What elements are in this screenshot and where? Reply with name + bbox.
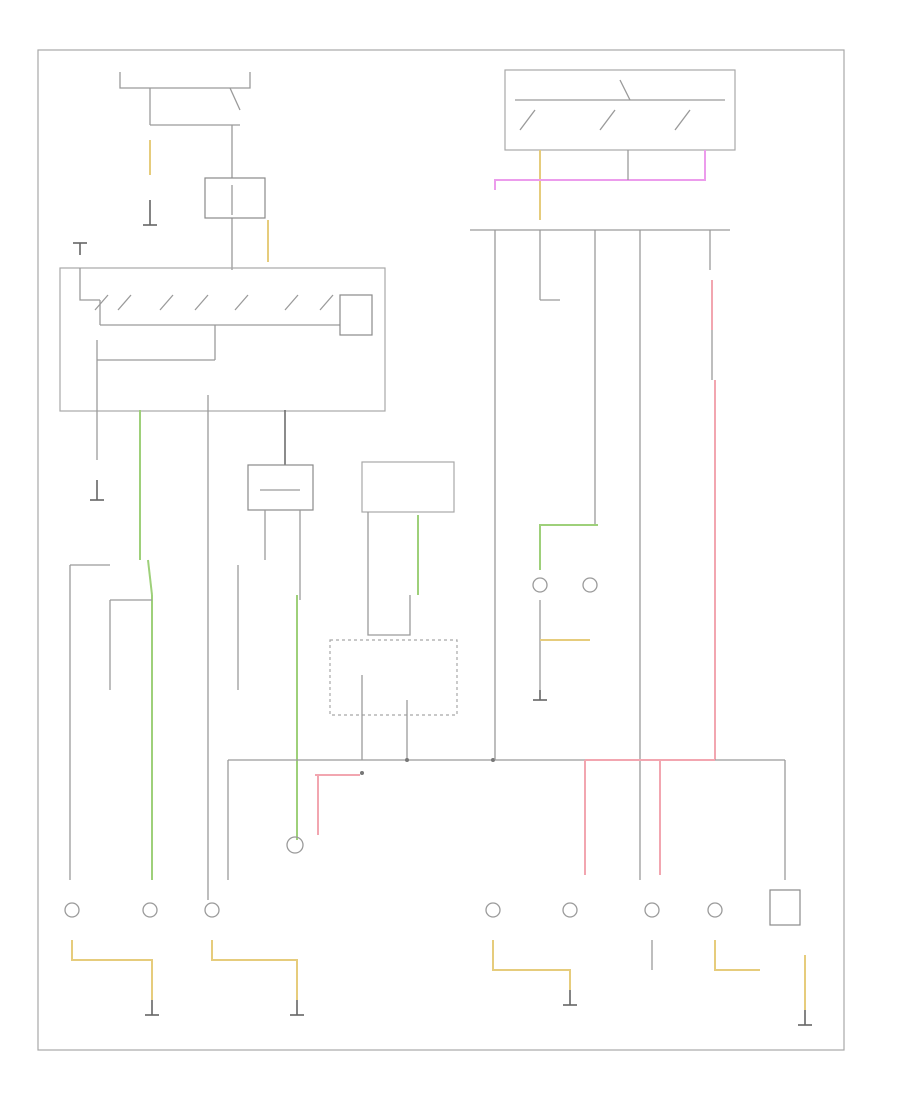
diagram-border	[37, 49, 845, 1051]
fuse-row-right	[470, 229, 730, 880]
lamp-bus-horizontal	[227, 758, 590, 880]
left-top-switch-block	[119, 72, 251, 270]
switch-module-middle	[329, 461, 458, 760]
right-pink-power	[584, 330, 786, 880]
ground-symbol-top-left	[73, 242, 87, 255]
right-middle-lamps	[532, 524, 598, 701]
right-top-switch-block	[494, 69, 736, 220]
switch-box-left	[59, 267, 386, 412]
switch-contacts-row	[94, 294, 334, 311]
light-switch-block	[247, 464, 314, 600]
bottom-lamps	[64, 836, 801, 926]
fuse-block-left	[204, 177, 269, 262]
left-lamp-column	[69, 559, 298, 880]
